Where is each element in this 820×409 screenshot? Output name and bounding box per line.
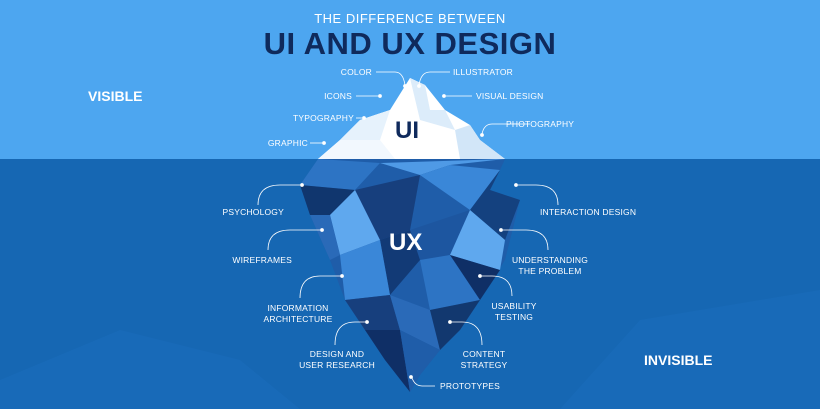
header-subtitle: THE DIFFERENCE BETWEEN — [314, 11, 506, 26]
ux-item-understanding-line1: UNDERSTANDING — [511, 255, 589, 265]
ui-item-color: COLOR — [340, 67, 372, 77]
ux-item-usability-line2: TESTING — [494, 312, 534, 322]
ux-item-information-architecture: INFORMATION ARCHITECTURE — [256, 303, 340, 325]
ux-item-wireframes: WIREFRAMES — [232, 255, 292, 265]
ux-item-content-strategy: CONTENT STRATEGY — [452, 349, 516, 371]
ui-item-illustrator: ILLUSTRATOR — [453, 67, 513, 77]
iceberg-tip — [318, 78, 505, 159]
ux-item-information-line2: ARCHITECTURE — [263, 314, 333, 324]
ux-item-interaction-design: INTERACTION DESIGN — [540, 207, 637, 217]
ui-item-typography: TYPOGRAPHY — [292, 113, 354, 123]
ux-item-design-research-line2: USER RESEARCH — [299, 360, 375, 370]
ux-item-usability-line1: USABILITY — [491, 301, 537, 311]
ux-item-content-line1: CONTENT — [462, 349, 506, 359]
ux-item-psychology: PSYCHOLOGY — [222, 207, 284, 217]
ux-item-design-user-research: DESIGN AND USER RESEARCH — [292, 349, 382, 371]
invisible-label: INVISIBLE — [644, 352, 713, 368]
ux-item-information-line1: INFORMATION — [267, 303, 329, 313]
ux-item-understanding-line2: THE PROBLEM — [518, 266, 582, 276]
ux-item-prototypes: PROTOTYPES — [440, 381, 500, 391]
ui-item-icons: ICONS — [324, 91, 352, 101]
ui-item-graphic: GRAPHIC — [267, 138, 308, 148]
ui-label: UI — [395, 117, 419, 144]
visible-label: VISIBLE — [88, 88, 143, 104]
iceberg-body — [300, 159, 520, 392]
ux-item-design-research-line1: DESIGN AND — [309, 349, 365, 359]
connector-lines — [257, 71, 559, 387]
ux-label: UX — [389, 229, 423, 256]
ux-item-understanding-problem: UNDERSTANDING THE PROBLEM — [506, 255, 594, 277]
ux-item-content-line2: STRATEGY — [460, 360, 508, 370]
header-title: UI AND UX DESIGN — [263, 26, 557, 61]
sea-shade-left — [0, 330, 300, 409]
ux-item-usability-testing: USABILITY TESTING — [482, 301, 546, 323]
sea-shade-right — [560, 290, 820, 409]
ui-item-visual-design: VISUAL DESIGN — [476, 91, 544, 101]
ui-item-photography: PHOTOGRAPHY — [506, 119, 575, 129]
